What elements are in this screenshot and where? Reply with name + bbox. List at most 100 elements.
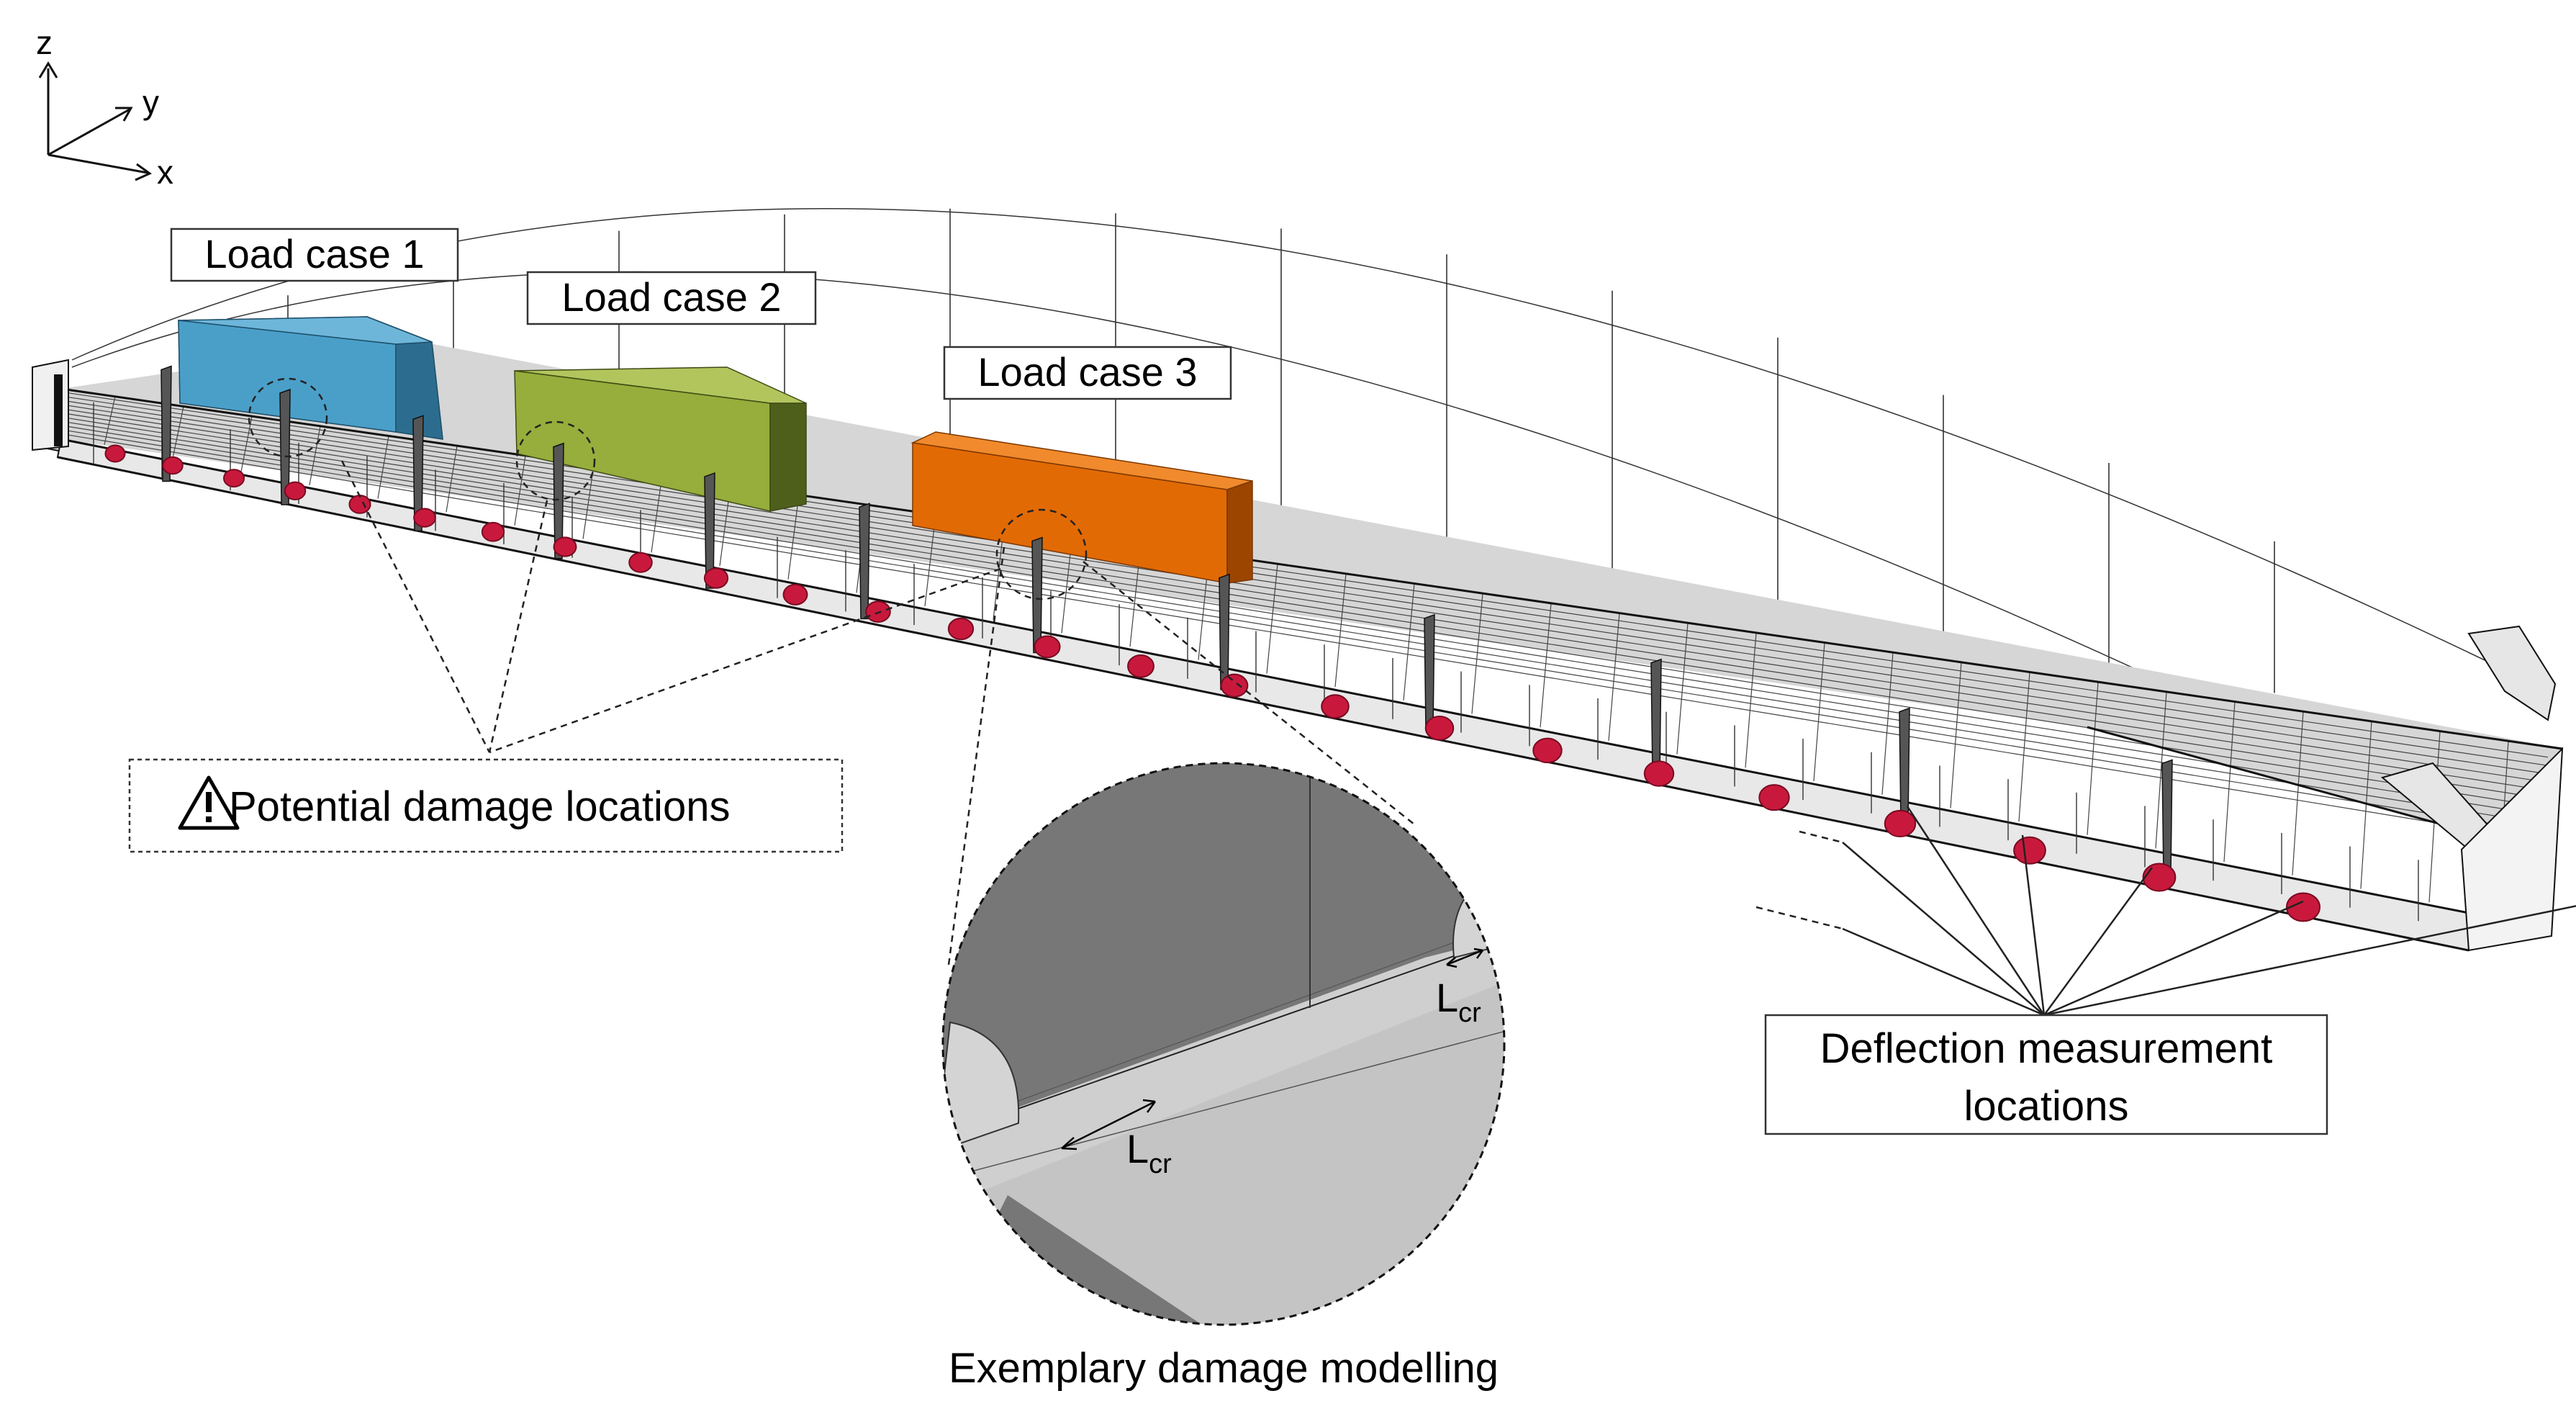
crack-label-lower-base: L xyxy=(1126,1126,1149,1171)
load-case-1-text: Load case 1 xyxy=(204,231,424,276)
deck-grid-line xyxy=(2360,721,2372,889)
axis-y-label: y xyxy=(143,84,159,121)
deck-grid-line xyxy=(1540,603,1552,728)
damage-locations-text: Potential damage locations xyxy=(229,783,730,830)
deck-grid-line xyxy=(1266,564,1278,674)
deflection-sensor xyxy=(2013,836,2046,865)
deck-grid xyxy=(68,392,2549,916)
deflection-sensor xyxy=(104,444,126,463)
deflection-sensor xyxy=(782,583,808,605)
deck-grid-line xyxy=(172,406,184,459)
deck-grid-line xyxy=(309,425,321,485)
near-hanger xyxy=(2161,759,2173,876)
crack-label-lower: Lcr xyxy=(1126,1126,1172,1179)
deck-grid-line xyxy=(68,409,2549,791)
crack-label-upper-sub: cr xyxy=(1458,998,1481,1028)
deflection-sensor xyxy=(222,469,245,488)
damage-location-markers xyxy=(248,377,1088,600)
deflection-sensor xyxy=(2142,863,2177,892)
deflection-sensor xyxy=(553,536,577,557)
deck-grid-line xyxy=(2223,701,2236,863)
load-case-3-label: Load case 3 xyxy=(943,346,1232,400)
leader-lines xyxy=(340,460,2576,1017)
deflection-sensor xyxy=(1643,760,1675,787)
deck-grid-line xyxy=(1813,642,1825,782)
deck-grid-line xyxy=(68,413,2549,800)
zoom-circle-border xyxy=(941,762,1506,1326)
hangers xyxy=(287,208,2275,693)
deck-grid-line xyxy=(68,422,2549,816)
deck-grid-line xyxy=(2292,711,2304,875)
load-case-2-label: Load case 2 xyxy=(526,271,817,325)
deck-grid-line xyxy=(68,430,2549,834)
deflection-sensor xyxy=(865,600,891,623)
deflection-sensor xyxy=(413,508,436,528)
near-hangers xyxy=(161,365,2173,876)
deflection-sensor xyxy=(1034,635,1061,659)
deck-grid-line xyxy=(68,397,2549,766)
deflection-sensor xyxy=(1127,654,1154,678)
deck-grid-line xyxy=(377,436,389,499)
damage-locations-callout: Potential damage locations xyxy=(128,758,844,853)
deck-grid-line xyxy=(68,392,2549,758)
deck-grid-line xyxy=(104,396,116,445)
deflection-sensor xyxy=(2286,892,2320,922)
load-case-2-text: Load case 2 xyxy=(561,274,781,320)
deck-grid-line xyxy=(68,400,2549,775)
deflection-text-line2: locations xyxy=(1964,1083,2129,1130)
deflection-sensor xyxy=(1532,737,1563,764)
deck-grid-line xyxy=(1471,593,1483,714)
near-hanger xyxy=(279,388,291,505)
deck-grid-line xyxy=(68,425,2549,825)
near-hanger xyxy=(553,442,564,559)
axis-z-label: z xyxy=(36,24,53,61)
damage-marker-3 xyxy=(995,508,1088,600)
deflection-sensor xyxy=(348,495,371,514)
deflection-sensor xyxy=(1321,694,1350,719)
deck-grid-line xyxy=(240,416,253,472)
deflection-sensor xyxy=(703,567,729,589)
deck-grid-line xyxy=(514,455,526,526)
deflection-sensor xyxy=(1884,809,1917,838)
deflection-sensor xyxy=(1424,715,1455,741)
arch-structure xyxy=(71,208,2520,821)
deck-grid-line xyxy=(651,475,663,553)
load-case-1-box xyxy=(178,315,443,440)
crack-label-lower-sub: cr xyxy=(1149,1149,1172,1179)
near-hanger xyxy=(1650,658,1662,775)
near-hanger xyxy=(161,365,172,482)
deck-grid-line xyxy=(68,405,2549,783)
deck-grid-line xyxy=(68,418,2549,809)
deck-grid-line xyxy=(2087,682,2099,835)
deflection-sensor xyxy=(284,481,307,500)
axis-triad: z y x xyxy=(36,24,173,191)
deflection-sensor xyxy=(481,521,505,542)
deflection-sensor xyxy=(947,617,975,641)
load-case-1-label: Load case 1 xyxy=(170,228,459,282)
deck-grid-line xyxy=(1608,613,1620,742)
deck-grid-line xyxy=(1676,623,1689,755)
load-case-3-box xyxy=(910,431,1253,584)
deflection-callout: Deflection measurement locations xyxy=(1764,1014,2328,1135)
damage-marker-2 xyxy=(515,420,596,501)
deck-grid-line xyxy=(2018,672,2030,822)
deflection-sensor xyxy=(1758,784,1790,811)
deck-grid-line xyxy=(1334,573,1347,688)
deck-grid-line xyxy=(582,465,595,539)
near-hanger xyxy=(412,415,424,532)
deflection-sensor xyxy=(628,551,653,573)
deck-grid-line xyxy=(2155,691,2167,849)
deck-grid-line xyxy=(1403,583,1415,701)
load-case-3-text: Load case 3 xyxy=(977,349,1197,395)
crack-label-upper-base: L xyxy=(1436,975,1458,1020)
deflection-text-line1: Deflection measurement xyxy=(1820,1025,2273,1072)
zoom-caption: Exemplary damage modelling xyxy=(949,1345,1499,1392)
deck-grid-line xyxy=(446,446,458,513)
deflection-sensor xyxy=(1220,673,1249,698)
deck-grid-line xyxy=(68,434,2549,842)
near-hanger xyxy=(1031,536,1043,654)
crack-length-arrows xyxy=(1061,947,1484,1150)
deflection-sensors xyxy=(104,444,2320,922)
deck-grid-line xyxy=(1745,632,1757,768)
